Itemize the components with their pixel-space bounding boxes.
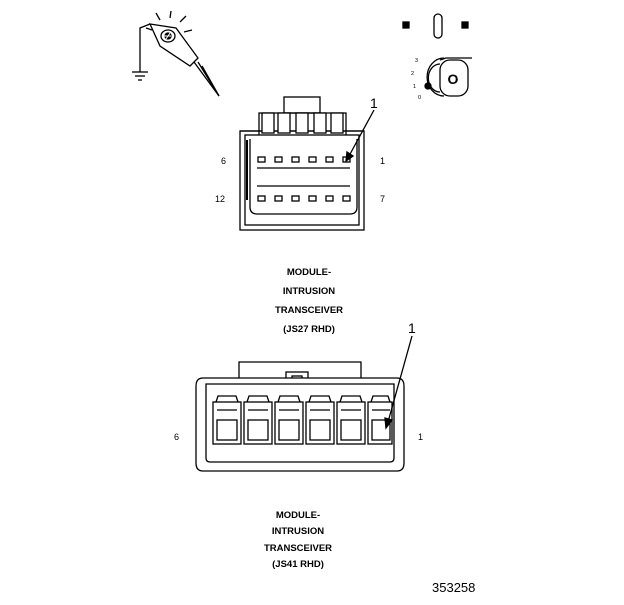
- callout-label-js27: 1: [370, 95, 378, 111]
- svg-text:TRANSCEIVER: TRANSCEIVER: [264, 543, 332, 554]
- figure-number: 353258: [432, 580, 475, 595]
- pin-label-js27-12: 12: [215, 194, 225, 204]
- ignition-position-2: 2: [411, 71, 414, 77]
- pin-label-js41-1: 1: [418, 432, 423, 442]
- ground-symbol-icon: [132, 71, 148, 81]
- pin-row-bottom: [257, 195, 351, 202]
- connector-js27: [239, 96, 375, 231]
- callout-label-js41: 1: [408, 320, 416, 336]
- ignition-key-icon: [439, 59, 469, 97]
- pin-label-js27-6: 6: [221, 156, 226, 166]
- pin-label-js27-7: 7: [380, 194, 385, 204]
- connector-js41: [195, 335, 413, 472]
- pin-label-js27-1: 1: [380, 156, 385, 166]
- svg-text:MODULE-: MODULE-: [276, 510, 320, 521]
- svg-text:MODULE-: MODULE-: [287, 267, 331, 278]
- ignition-key-label: O: [448, 71, 459, 87]
- ignition-switch-icon: O 3 2 1 0: [402, 13, 472, 101]
- svg-text:INTRUSION: INTRUSION: [272, 526, 324, 537]
- ignition-position-1: 1: [413, 84, 416, 90]
- callout-leader-js41: [387, 335, 413, 423]
- ignition-position-0: 0: [418, 95, 421, 101]
- connector-title-js27: MODULE- INTRUSION TRANSCEIVER (JS27 RHD): [275, 267, 343, 335]
- svg-text:TRANSCEIVER: TRANSCEIVER: [275, 305, 343, 316]
- terminal-row: [212, 395, 393, 445]
- svg-text:(JS27 RHD): (JS27 RHD): [283, 324, 335, 335]
- svg-text:INTRUSION: INTRUSION: [283, 286, 335, 297]
- test-light-probe-icon: [132, 10, 220, 97]
- svg-text:(JS41 RHD): (JS41 RHD): [272, 559, 324, 570]
- ignition-position-3: 3: [415, 58, 418, 64]
- connector-title-js41: MODULE- INTRUSION TRANSCEIVER (JS41 RHD): [264, 510, 332, 570]
- pin-label-js41-6: 6: [174, 432, 179, 442]
- callout-leader-js27: [348, 109, 375, 157]
